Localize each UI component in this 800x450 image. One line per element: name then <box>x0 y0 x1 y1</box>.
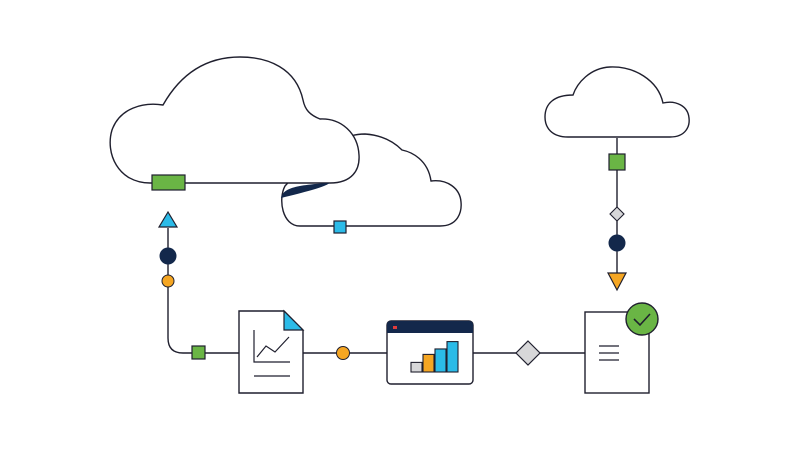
circle-icon <box>161 274 175 288</box>
cloud-icon <box>544 66 690 138</box>
cloud-large <box>109 56 360 184</box>
connector-left-vertical <box>167 228 239 354</box>
triangle-down-icon <box>607 272 627 292</box>
dashboard-bar <box>410 361 423 373</box>
chart-axis <box>253 330 290 363</box>
dashboard-bars <box>410 341 459 373</box>
text-document <box>584 302 659 394</box>
dashboard-bar <box>434 348 447 373</box>
check-icon <box>633 313 651 327</box>
square-icon <box>191 345 206 360</box>
circle-icon <box>336 346 350 360</box>
check-badge <box>625 302 659 336</box>
triangle-up-icon <box>157 210 179 228</box>
circle-icon <box>608 234 626 252</box>
overlap-wedge <box>281 183 330 198</box>
diamond-icon <box>609 206 625 222</box>
square-icon <box>608 153 626 171</box>
square-icon <box>151 174 186 191</box>
square-icon <box>333 220 347 234</box>
bar-chart-window <box>386 320 474 385</box>
circle-icon <box>159 247 177 265</box>
window-status-dot <box>393 326 397 329</box>
cloud-small <box>544 66 690 138</box>
line-chart-document-icon <box>238 310 304 394</box>
dashboard-bar <box>422 353 435 373</box>
diamond-icon <box>515 340 541 366</box>
chart-line <box>256 336 290 358</box>
dashboard-bar <box>446 341 459 373</box>
cloud-icon <box>109 56 360 184</box>
dog-ear <box>283 309 305 331</box>
line-chart-document <box>238 309 305 394</box>
window-titlebar <box>387 321 473 333</box>
